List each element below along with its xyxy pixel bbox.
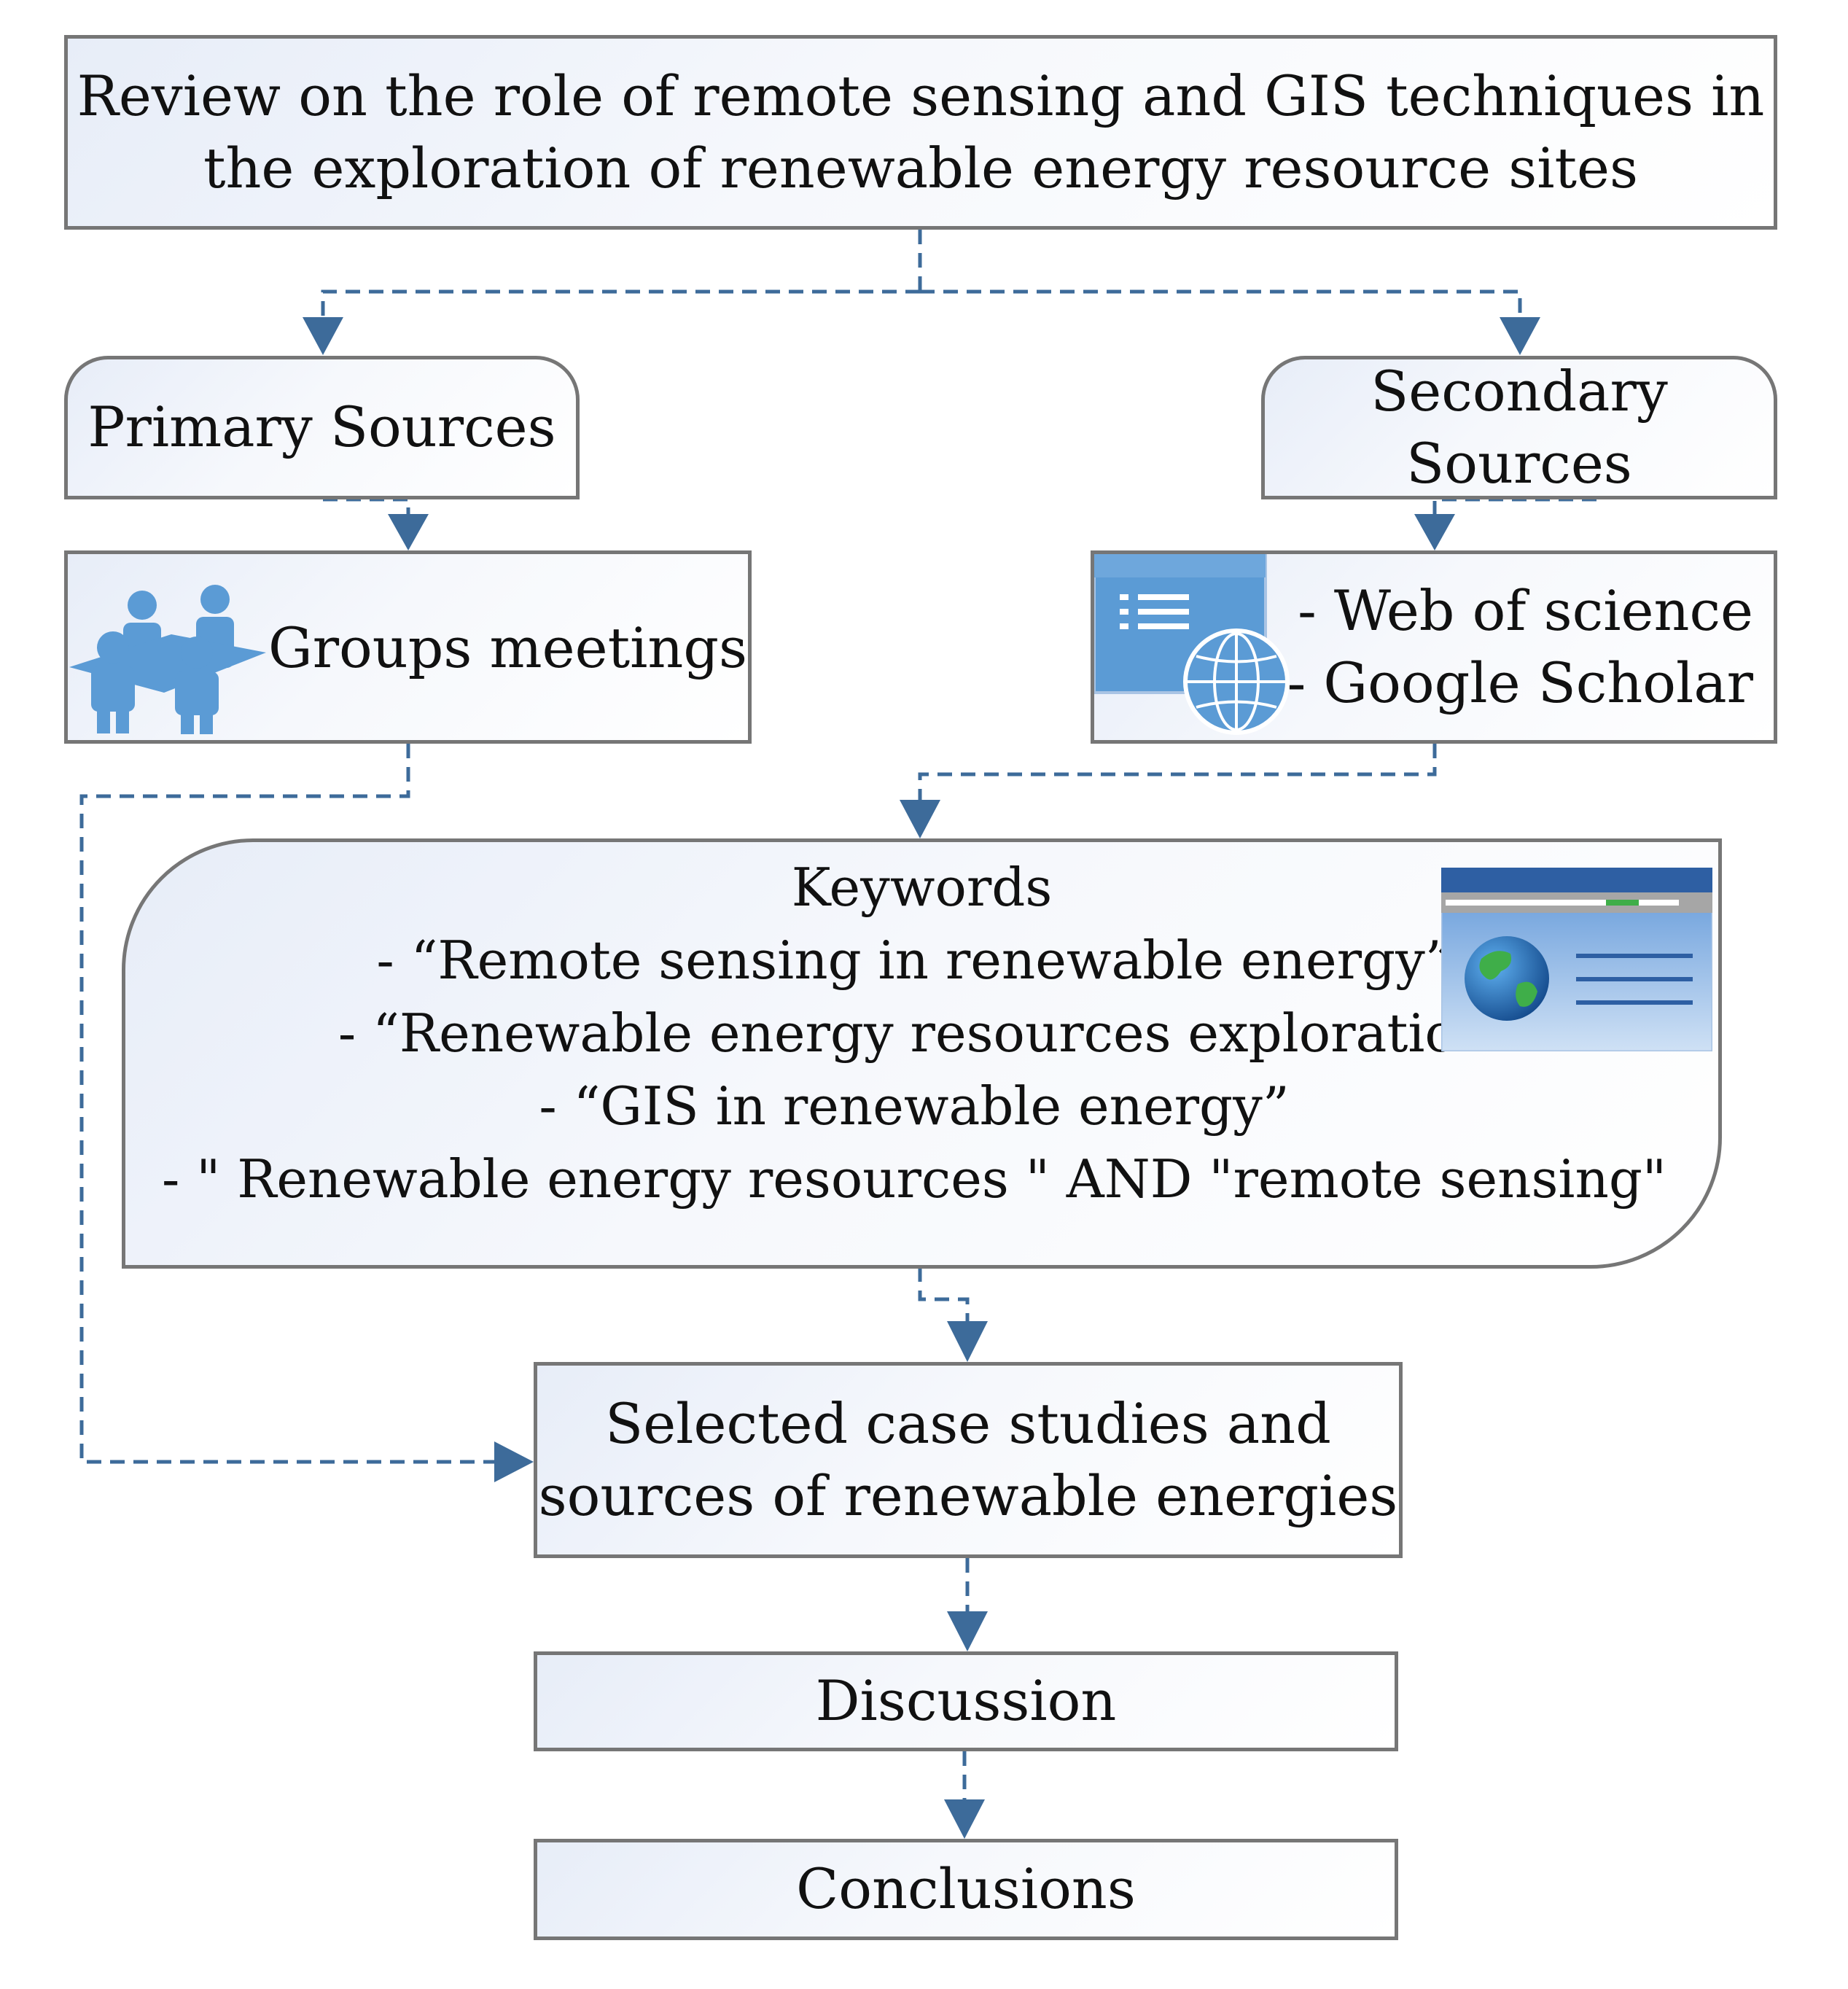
keywords-title: Keywords xyxy=(791,857,1053,918)
arrowhead-keywords xyxy=(900,800,940,838)
databases-text: - Web of science - Google Scholar xyxy=(1287,575,1774,720)
connector-databases-keywords xyxy=(918,744,1437,809)
selected-cases-text: Selected case studies and sources of ren… xyxy=(539,1388,1398,1533)
groups-meetings-box: Groups meetings xyxy=(64,550,752,744)
keywords-box: Keywords - “Remote sensing in renewable … xyxy=(122,838,1722,1269)
connector-keywords-selected xyxy=(918,1267,970,1326)
arrowhead-selected-from-groups xyxy=(494,1441,534,1482)
secondary-sources-line-1: Secondary xyxy=(1371,358,1668,424)
title-box: Review on the role of remote sensing and… xyxy=(64,35,1777,230)
keywords-list: - “Remote sensing in renewable energy” -… xyxy=(162,924,1666,1215)
groups-meetings-label: Groups meetings xyxy=(268,615,748,680)
primary-sources-label: Primary Sources xyxy=(87,394,556,460)
browser-globe-icon xyxy=(1441,868,1712,1051)
connector-groups-selected xyxy=(79,744,496,1464)
keyword-item: - " Renewable energy resources " AND "re… xyxy=(162,1148,1667,1210)
discussion-box: Discussion xyxy=(534,1651,1398,1751)
arrowhead-secondary xyxy=(1500,317,1540,355)
database-web-of-science: - Web of science xyxy=(1298,577,1753,643)
keyword-item: - “GIS in renewable energy” xyxy=(539,1075,1290,1137)
title-line-1: Review on the role of remote sensing and… xyxy=(77,63,1765,128)
secondary-sources-text: Secondary Sources xyxy=(1371,356,1668,500)
connector-to-primary xyxy=(321,289,920,324)
conclusions-box: Conclusions xyxy=(534,1839,1398,1940)
connector-secondary-databases xyxy=(1432,497,1596,525)
arrowhead-discussion xyxy=(947,1611,988,1651)
title-text: Review on the role of remote sensing and… xyxy=(77,61,1765,205)
web-globe-icon xyxy=(1094,554,1290,735)
arrowhead-databases xyxy=(1414,514,1455,550)
arrowhead-selected-from-keywords xyxy=(947,1321,988,1362)
database-google-scholar: - Google Scholar xyxy=(1287,650,1753,715)
primary-sources-box: Primary Sources xyxy=(64,356,580,499)
group-meeting-icon xyxy=(69,585,266,734)
arrowhead-primary xyxy=(303,317,343,355)
conclusions-label: Conclusions xyxy=(796,1856,1136,1922)
secondary-sources-line-2: Sources xyxy=(1406,430,1632,496)
secondary-sources-box: Secondary Sources xyxy=(1261,356,1777,499)
discussion-label: Discussion xyxy=(815,1668,1117,1734)
selected-cases-line-1: Selected case studies and xyxy=(605,1390,1331,1456)
title-line-2: the exploration of renewable energy reso… xyxy=(203,135,1639,201)
selected-cases-line-2: sources of renewable energies xyxy=(538,1463,1398,1528)
keyword-item: - “Remote sensing in renewable energy” xyxy=(376,930,1452,991)
keyword-item: - “Renewable energy resources exploratio… xyxy=(338,1003,1491,1064)
arrowhead-conclusions xyxy=(944,1799,985,1839)
connector-to-secondary xyxy=(920,289,1522,324)
selected-cases-box: Selected case studies and sources of ren… xyxy=(534,1362,1403,1558)
databases-box: - Web of science - Google Scholar xyxy=(1091,550,1777,744)
arrowhead-groups xyxy=(388,514,429,550)
